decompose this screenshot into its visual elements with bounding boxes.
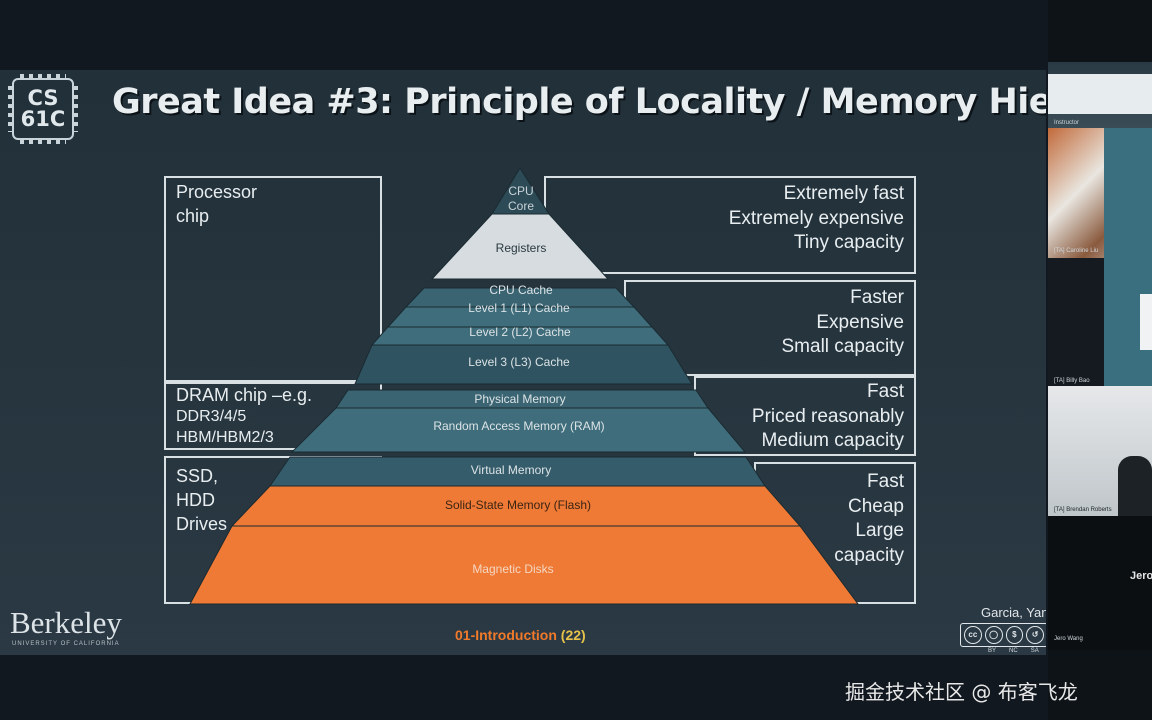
- box-line: Fast: [867, 381, 904, 402]
- lecture-name: 01-Introduction: [455, 627, 557, 643]
- cc-labels: BY NC SA: [988, 648, 1039, 654]
- logo-pins-icon: [74, 86, 78, 132]
- pyramid-level-disk: [189, 525, 859, 605]
- slide-number: (22): [560, 627, 586, 643]
- cs61c-logo: CS 61C: [8, 74, 78, 144]
- pyramid-label-registers: Registers: [496, 241, 547, 255]
- pyramid-label-physical: Physical Memory: [474, 392, 565, 406]
- participant-name: [TA] Brendan Roberts: [1054, 507, 1112, 513]
- box-line: Cheap: [848, 495, 904, 517]
- video-thumbnail: [1048, 258, 1104, 386]
- ram-characteristics-box: Fast Priced reasonably Medium capacity: [694, 376, 916, 456]
- pyramid-label-ram: Random Access Memory (RAM): [433, 419, 604, 433]
- cc-label: NC: [1009, 648, 1018, 654]
- logo-pins-icon: [20, 74, 66, 78]
- participant-tile-instructor[interactable]: Instructor: [1048, 62, 1152, 128]
- cache-characteristics-box: Faster Expensive Small capacity: [624, 280, 916, 376]
- nc-dollar-icon: $: [1005, 626, 1024, 644]
- berkeley-logo: Berkeley: [10, 605, 122, 640]
- box-line: Large: [855, 520, 904, 541]
- cc-label: BY: [988, 648, 997, 654]
- drives-box: SSD, HDD Drives: [164, 456, 382, 604]
- pyramid-label-disk: Magnetic Disks: [472, 562, 553, 576]
- pyramid-label-cpu-cache: CPU Cache: [489, 283, 553, 297]
- creative-commons-badge: cc ◯ $ ↺: [960, 623, 1046, 647]
- pyramid-label-core-1: CPU: [508, 184, 533, 198]
- pyramid-label-l2: Level 2 (L2) Cache: [469, 325, 571, 339]
- participant-strip: Instructor [TA] Caroline Liu [TA] Billy …: [1048, 0, 1152, 720]
- box-line: chip: [176, 206, 210, 226]
- participant-name: [TA] Billy Bao: [1054, 378, 1090, 384]
- registers-characteristics-box: Extremely fast Extremely expensive Tiny …: [544, 176, 916, 274]
- sa-share-icon: ↺: [1026, 626, 1044, 644]
- pyramid-label-l3: Level 3 (L3) Cache: [468, 355, 570, 369]
- cc-icon: cc: [964, 626, 982, 644]
- by-person-icon: ◯: [984, 626, 1003, 644]
- participant-tile-caroline[interactable]: [TA] Caroline Liu: [1048, 128, 1152, 258]
- participant-name: [TA] Caroline Liu: [1054, 248, 1099, 254]
- video-thumbnail: [1104, 128, 1152, 258]
- lecture-slide: CS 61C Great Idea #3: Principle of Local…: [0, 70, 1046, 655]
- video-thumbnail: [1048, 74, 1152, 114]
- pyramid-level-l3: [354, 344, 693, 385]
- participant-name: Instructor: [1054, 120, 1080, 126]
- slide-footer: 01-Introduction (22): [455, 627, 586, 643]
- berkeley-subtitle: UNIVERSITY OF CALIFORNIA: [12, 641, 120, 647]
- pyramid-label-l1: Level 1 (L1) Cache: [468, 301, 570, 315]
- pyramid-label-ssd: Solid-State Memory (Flash): [445, 498, 591, 512]
- box-line: Processor: [176, 182, 258, 202]
- box-line: HDD: [176, 490, 215, 510]
- processor-chip-box: Processor chip: [164, 176, 382, 382]
- dram-chip-box: DRAM chip –e.g. DDR3/4/5 HBM/HBM2/3: [164, 382, 382, 450]
- logo-text-line2: 61C: [20, 107, 66, 131]
- watermark: 掘金技术社区 @ 布客飞龙: [845, 680, 1078, 704]
- box-line: Tiny capacity: [793, 232, 904, 253]
- box-line: SSD,: [176, 466, 219, 486]
- box-line: Extremely expensive: [728, 207, 904, 229]
- box-line: Expensive: [816, 311, 904, 333]
- box-line: Priced reasonably: [751, 405, 904, 427]
- box-line: Drives: [176, 514, 228, 534]
- pyramid-label-virtual: Virtual Memory: [471, 463, 551, 477]
- box-line: DRAM chip –e.g.: [176, 385, 313, 405]
- box-line: Faster: [850, 287, 904, 308]
- box-line: Small capacity: [781, 336, 905, 357]
- box-line: Fast: [867, 471, 904, 492]
- participant-tile-billy[interactable]: [TA] Billy Bao: [1048, 258, 1152, 386]
- box-line: Extremely fast: [783, 183, 904, 204]
- pyramid-level-registers: [430, 213, 610, 280]
- memory-hierarchy-pyramid: CPU Core Registers CPU Cache Level 1 (L1…: [189, 167, 859, 605]
- box-line: HBM/HBM2/3: [176, 429, 274, 446]
- box-line: Medium capacity: [761, 430, 904, 451]
- logo-pins-icon: [8, 86, 12, 132]
- logo-pins-icon: [20, 140, 66, 144]
- participant-avatar-name: Jero: [1130, 570, 1152, 582]
- cc-label: SA: [1030, 648, 1039, 654]
- participant-tile-brendan[interactable]: [TA] Brendan Roberts: [1048, 386, 1152, 516]
- video-thumbnail: [1118, 456, 1152, 516]
- slide-credit: Garcia, Yan: [981, 605, 1046, 620]
- participant-tile-jero[interactable]: Jero Jero Wang: [1048, 516, 1152, 650]
- pyramid-level-ram: [290, 407, 747, 453]
- participant-name: Jero Wang: [1054, 636, 1083, 642]
- box-line: capacity: [834, 544, 904, 566]
- box-line: DDR3/4/5: [176, 408, 247, 425]
- slide-title: Great Idea #3: Principle of Locality / M…: [112, 82, 1046, 122]
- logo-text-line1: CS: [27, 86, 59, 110]
- pyramid-label-core-2: Core: [508, 199, 534, 213]
- video-thumbnail: [1140, 294, 1152, 350]
